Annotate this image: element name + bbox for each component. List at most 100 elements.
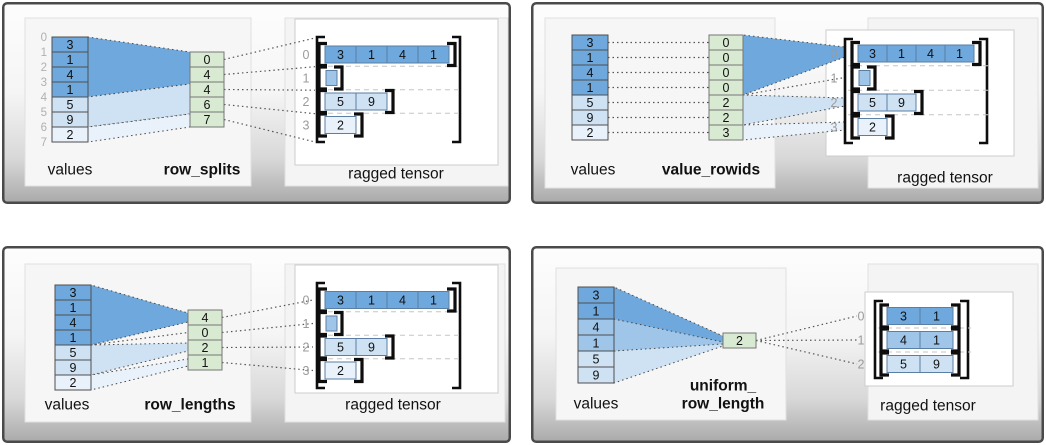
method-cell [189, 111, 225, 128]
tensor-row-index: 0 [858, 310, 865, 324]
row-bracket-right [885, 114, 895, 140]
tensor-cell-text: 1 [956, 47, 963, 61]
row-bracket-right [385, 334, 395, 360]
connector-dotted-line [223, 37, 316, 61]
values-cell-text: 1 [593, 305, 600, 319]
tensor-cell [919, 307, 954, 325]
tensor-bracket-left [315, 35, 325, 144]
values-cell [54, 374, 92, 391]
method-label: uniform_ [690, 378, 757, 395]
values-cell-text: 5 [67, 98, 74, 112]
values-index-label: 6 [41, 122, 47, 134]
values-index-label: 0 [41, 32, 47, 44]
tensor-row-index: 1 [303, 72, 310, 86]
method-cell-text: 4 [204, 83, 211, 97]
tensor-row-index: 1 [858, 334, 865, 348]
values-cell-text: 1 [587, 51, 594, 65]
tensor-cell-text: 3 [869, 47, 876, 61]
values-cell-text: 4 [593, 321, 600, 335]
ragged-tensor-label: ragged tensor [897, 170, 993, 187]
connector-dotted-line [223, 103, 316, 115]
values-cell-text: 9 [593, 369, 600, 383]
method-cell [708, 124, 744, 141]
method-cell-text: 2 [202, 341, 209, 355]
tensor-row-index: 0 [303, 294, 310, 308]
tensor-bracket-right [452, 35, 462, 144]
tensor-row-index: 3 [303, 119, 310, 133]
funnel-shape [90, 342, 189, 376]
row-bracket-right [914, 89, 924, 116]
method-cell-text: 0 [204, 53, 211, 67]
tensor-cell-text: 2 [337, 119, 344, 133]
tensor-cell [886, 93, 917, 112]
tensor-row-index: 0 [303, 48, 310, 62]
tensor-cell-text: 1 [368, 294, 375, 308]
funnel-shape [613, 286, 724, 343]
tensor-bracket-left [315, 281, 325, 390]
tensor-cell-text: 4 [399, 48, 406, 62]
connector-dotted-line [223, 66, 316, 76]
connector-dotted-line [755, 339, 858, 342]
row-bracket-right [972, 40, 982, 67]
values-cell [571, 124, 609, 141]
method-cell [722, 332, 757, 349]
funnel-shape [90, 284, 189, 346]
connector-dotted-line [221, 361, 314, 372]
values-cell-text: 2 [587, 126, 594, 140]
values-label: values [48, 162, 93, 179]
values-label: values [574, 396, 619, 413]
row-bracket-left [317, 357, 327, 384]
row-bracket-right [867, 65, 877, 91]
tensor-cell-text: 3 [337, 294, 344, 308]
tensor-cell-text: 1 [368, 48, 375, 62]
values-index-label: 4 [41, 92, 48, 104]
values-label: values [571, 162, 616, 179]
tensor-cell [355, 92, 388, 111]
tensor-cell-text: 1 [933, 334, 940, 348]
tensor-row-index: 1 [831, 72, 838, 86]
tensor-row-index: 0 [831, 47, 838, 61]
connector-dotted-line [755, 315, 858, 342]
tensor-cell [944, 44, 975, 63]
values-cell-text: 1 [70, 301, 77, 315]
values-cell-text: 4 [67, 68, 74, 82]
values-cell-text: 3 [67, 38, 74, 52]
tensor-bracket-right [979, 37, 989, 145]
tensor-cell [857, 118, 888, 136]
tensor-bracket-right [452, 281, 462, 390]
funnel-shape [742, 94, 846, 126]
method-cell-text: 0 [723, 66, 730, 80]
values-cell-text: 5 [70, 346, 77, 360]
values-cell-text: 1 [67, 83, 74, 97]
values-index-label: 1 [41, 47, 47, 59]
funnel-shape [613, 318, 724, 352]
method-cell-text: 0 [202, 326, 209, 340]
funnel-shape [87, 83, 191, 128]
tensor-cell-text: 5 [337, 341, 344, 355]
tensor-cell [919, 331, 954, 349]
row-bracket-left [879, 351, 889, 377]
row-bracket-right [447, 41, 457, 68]
tensor-empty-cell [325, 70, 338, 86]
tensor-cell [919, 355, 954, 373]
method-cell-text: 0 [723, 51, 730, 65]
method-cell-text: 2 [736, 334, 743, 348]
row-bracket-left [879, 303, 889, 329]
tensor-cell-text: 1 [430, 294, 437, 308]
method-cell-text: 3 [723, 126, 730, 140]
values-cell-text: 3 [70, 286, 77, 300]
row-bracket-right [447, 287, 457, 313]
tensor-empty-cell [325, 315, 338, 332]
method-label: row_length [682, 396, 765, 413]
funnel-shape [742, 34, 846, 96]
values-cell-text: 9 [70, 361, 77, 375]
tensor-cell-text: 5 [900, 358, 907, 372]
tensor-bracket-left [843, 37, 853, 145]
connector-dotted-line [223, 88, 316, 91]
tensor-cell-text: 1 [898, 47, 905, 61]
values-cell-text: 3 [587, 36, 594, 50]
connector-dotted-line [221, 299, 314, 319]
row-bracket-right [385, 88, 395, 115]
